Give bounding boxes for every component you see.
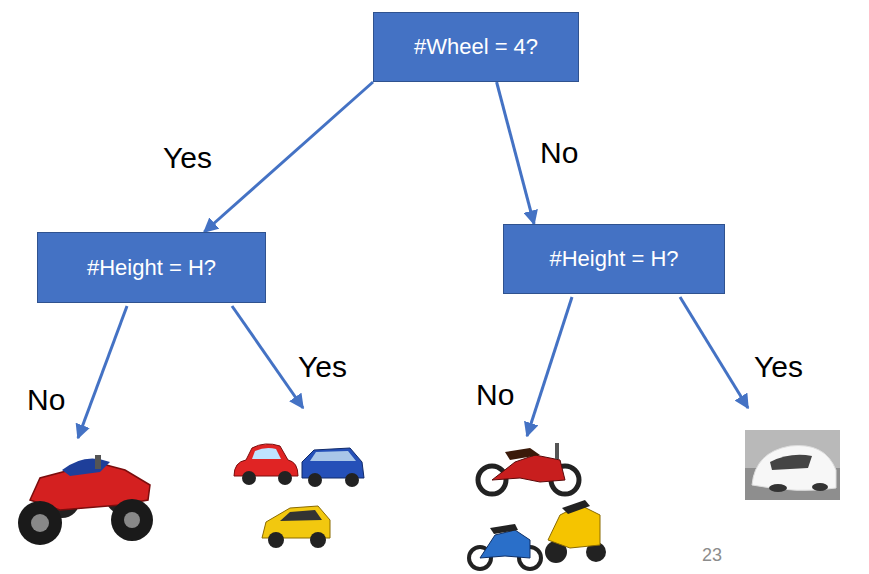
box-text: #Height = H? — [87, 255, 216, 281]
decision-box: #Height = H? — [37, 232, 266, 303]
branch-arrow — [497, 82, 534, 224]
branch-label: No — [476, 378, 514, 412]
leaf-arrow — [78, 306, 127, 438]
motorcycles-picture — [469, 443, 606, 569]
branch-label: No — [540, 136, 578, 170]
branch-label: Yes — [754, 350, 803, 384]
branch-label: Yes — [298, 350, 347, 384]
box-text: #Height = H? — [549, 246, 678, 272]
concept-car-picture — [745, 430, 840, 500]
leaf-arrow — [680, 297, 748, 408]
atv-picture — [18, 455, 153, 545]
cars-picture — [234, 444, 364, 548]
branch-label: Yes — [163, 141, 212, 175]
page-number: 23 — [702, 545, 722, 566]
box-text: #Wheel = 4? — [414, 34, 538, 60]
decision-box: #Wheel = 4? — [373, 12, 579, 82]
branch-arrow — [204, 82, 373, 232]
decision-box: #Height = H? — [503, 224, 725, 294]
leaf-arrow — [232, 306, 303, 408]
leaf-arrow — [527, 297, 572, 436]
branch-label: No — [27, 383, 65, 417]
